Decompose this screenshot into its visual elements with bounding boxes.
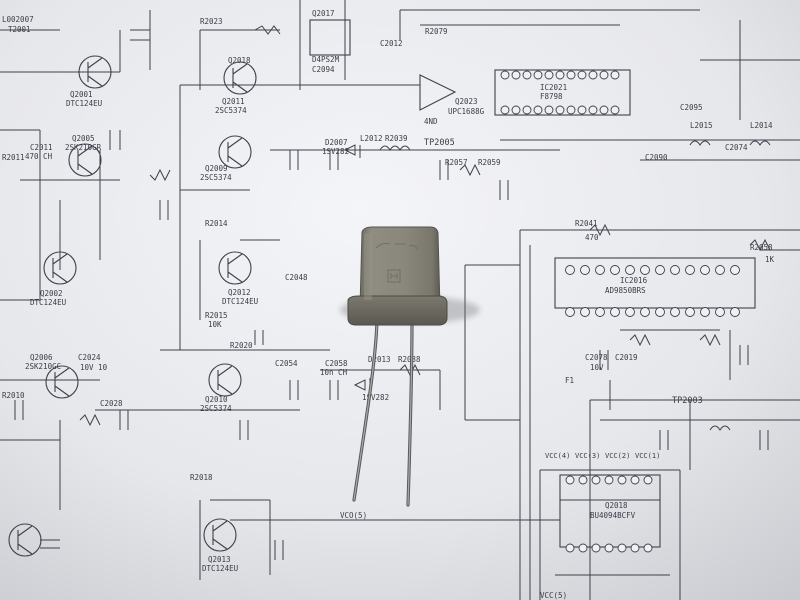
label: 1SV282 — [362, 393, 389, 402]
label: 1K — [765, 255, 775, 264]
label: 10n CH — [320, 368, 348, 377]
label: Q2018 — [228, 56, 251, 65]
label: 2SK210GC — [25, 362, 61, 371]
crystal-marking-logo — [375, 243, 419, 283]
label: 10V — [590, 363, 604, 372]
label: D2007 — [325, 138, 348, 147]
label: Q2006 — [30, 353, 53, 362]
passive-components — [14, 25, 771, 560]
label: F8798 — [540, 92, 563, 101]
ic-pins — [500, 70, 740, 553]
label: C2095 — [680, 103, 703, 112]
label: VCO(5) — [340, 511, 367, 520]
label: C2012 — [380, 39, 403, 48]
label: DTC124EU — [66, 99, 102, 108]
label: TP2003 — [672, 396, 703, 406]
label: R2057 — [445, 158, 468, 167]
label: R2018 — [190, 473, 213, 482]
label: VCC(5) — [540, 591, 567, 600]
label: Q2011 — [222, 97, 245, 106]
crystal-leads — [352, 318, 414, 507]
label: VCC(4) — [545, 452, 570, 460]
label: F1 — [565, 376, 574, 385]
crystal-flange — [347, 295, 448, 326]
label: R2079 — [425, 27, 448, 36]
label: 10K — [208, 320, 222, 329]
label: BU4094BCFV — [590, 511, 636, 520]
label: DTC124EU — [202, 564, 238, 573]
label: Q2005 — [72, 134, 95, 143]
label: AD9850BRS — [605, 286, 646, 295]
label: 10V 10 — [80, 363, 108, 372]
label: R2015 — [205, 311, 228, 320]
label: 4ND — [424, 117, 438, 126]
schematic-labels: L002007 T2001 Q2017 D4PS2M C2094 R2079 Q… — [2, 9, 775, 600]
label: C2078 — [585, 353, 608, 362]
crystal-can — [359, 226, 441, 309]
label: 2SK210GR — [65, 143, 102, 152]
label: UPC1688G — [448, 107, 485, 116]
label: Q2001 — [70, 90, 93, 99]
label: 470 — [585, 233, 599, 242]
label: R2059 — [478, 158, 501, 167]
label: L2014 — [750, 121, 773, 130]
label: IC2021 — [540, 83, 567, 92]
label: D4PS2M — [312, 55, 340, 64]
label: R2011 — [2, 153, 25, 162]
label: VCC(3) — [575, 452, 600, 460]
label: T2001 — [8, 25, 31, 34]
label: TP2005 — [424, 138, 455, 148]
label: C2054 — [275, 359, 298, 368]
label: Q2017 — [312, 9, 335, 18]
label: IC2016 — [620, 276, 648, 285]
ic-top-right — [494, 69, 631, 116]
label: 470 CH — [25, 152, 53, 161]
label: Q2012 — [228, 288, 251, 297]
label: Q2013 — [208, 555, 231, 564]
label: Q2023 — [455, 97, 478, 106]
label: C2058 — [325, 359, 348, 368]
label: Q2018 — [605, 501, 628, 510]
label: C2019 — [615, 353, 638, 362]
label: DTC124EU — [222, 297, 258, 306]
label: R2039 — [385, 134, 408, 143]
label: D2013 — [368, 355, 391, 364]
label: VCC(1) — [635, 452, 660, 460]
label: DTC124EU — [30, 298, 66, 307]
label: C2028 — [100, 399, 123, 408]
label: Q2010 — [205, 395, 228, 404]
transistor-symbols — [8, 55, 457, 557]
label: C2074 — [725, 143, 748, 152]
label: C2090 — [645, 153, 668, 162]
label: 2SC5374 — [200, 173, 232, 182]
ic-chips — [309, 19, 756, 548]
label: C2024 — [78, 353, 101, 362]
label: R2020 — [230, 341, 253, 350]
ic-top-center — [309, 19, 351, 56]
label: Q2002 — [40, 289, 63, 298]
crystal-component — [347, 226, 448, 326]
label: L2012 — [360, 134, 383, 143]
label: 1SV282 — [322, 147, 349, 156]
label: C2011 — [30, 143, 53, 152]
label: C2048 — [285, 273, 308, 282]
label: 2SC5374 — [200, 404, 232, 413]
label: R2058 — [750, 243, 773, 252]
label: R2041 — [575, 219, 598, 228]
label: R2014 — [205, 219, 228, 228]
label: L2015 — [690, 121, 713, 130]
label: L002007 — [2, 15, 34, 24]
label: R2038 — [398, 355, 421, 364]
label: R2010 — [2, 391, 25, 400]
label: VCC(2) — [605, 452, 630, 460]
label: 2SC5374 — [215, 106, 247, 115]
label: R2023 — [200, 17, 223, 26]
ic-mid-right — [554, 257, 756, 309]
label: Q2009 — [205, 164, 228, 173]
label: C2094 — [312, 65, 335, 74]
